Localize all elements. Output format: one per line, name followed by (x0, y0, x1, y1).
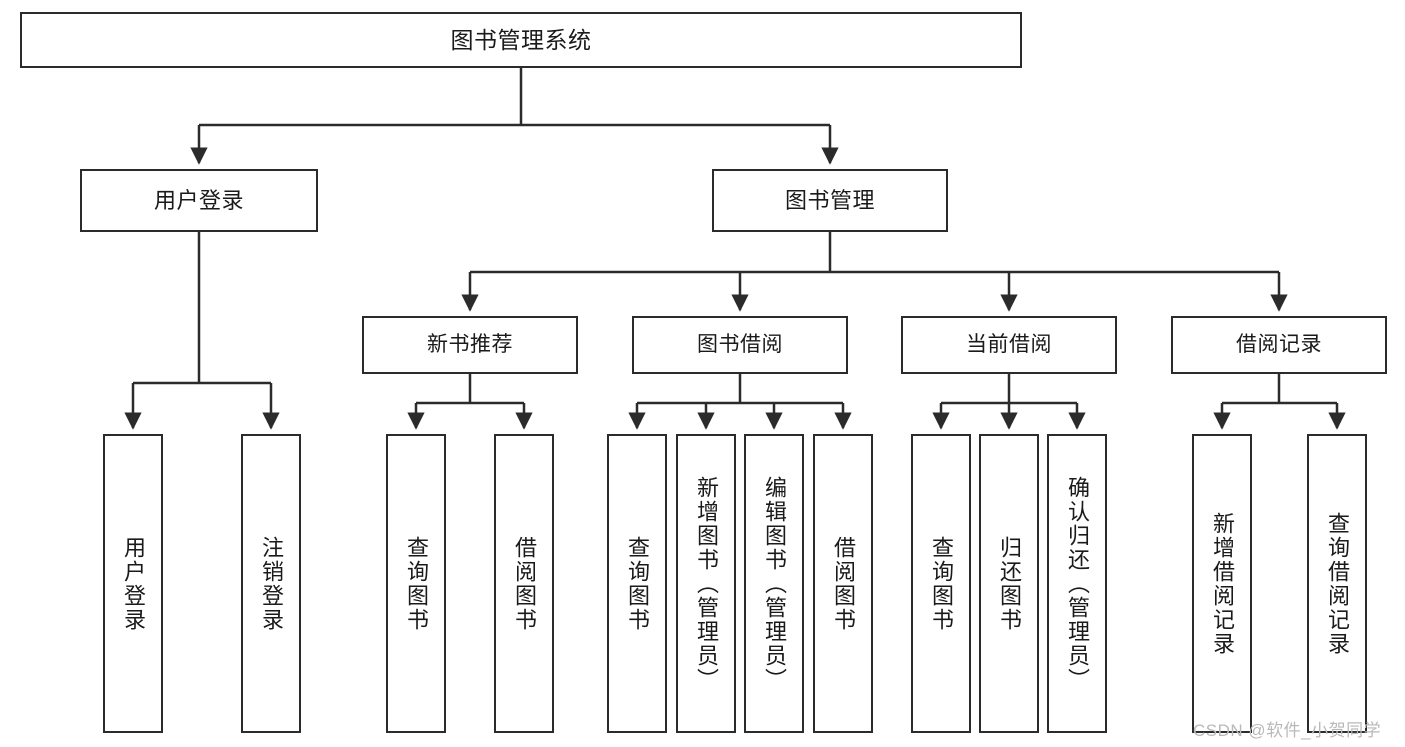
leaf-search-borrow-record[interactable]: 查询借阅记录 (1307, 434, 1367, 733)
node-root-system[interactable]: 图书管理系统 (20, 12, 1022, 68)
node-label: 归还图书 (996, 535, 1022, 632)
node-label: 查询图书 (928, 535, 954, 632)
node-label: 图书管理 (784, 187, 875, 213)
node-label: 查询图书 (403, 535, 429, 632)
node-label: 借阅记录 (1236, 332, 1322, 356)
leaf-borrow-book[interactable]: 借阅图书 (813, 434, 873, 733)
node-label: 新增图书（管理员） (693, 475, 719, 692)
csdn-watermark: CSDN @软件_小贺同学 (1193, 721, 1382, 740)
node-book-borrow[interactable]: 图书借阅 (632, 316, 848, 374)
node-label: 新书推荐 (427, 332, 513, 356)
leaf-search-book-borrow[interactable]: 查询图书 (607, 434, 667, 733)
node-label: 确认归还（管理员） (1064, 475, 1090, 692)
node-user-login[interactable]: 用户登录 (80, 169, 318, 232)
leaf-search-book-newbook[interactable]: 查询图书 (386, 434, 446, 733)
node-label: 图书借阅 (697, 332, 783, 356)
leaf-logout[interactable]: 注销登录 (241, 434, 301, 733)
node-label: 借阅图书 (830, 535, 856, 632)
node-label: 借阅图书 (511, 535, 537, 632)
leaf-add-book-admin[interactable]: 新增图书（管理员） (676, 434, 736, 733)
leaf-borrow-book-newbook[interactable]: 借阅图书 (494, 434, 554, 733)
node-new-book-recommend[interactable]: 新书推荐 (362, 316, 578, 374)
leaf-add-borrow-record[interactable]: 新增借阅记录 (1192, 434, 1252, 733)
node-label: 新增借阅记录 (1209, 511, 1235, 656)
leaf-search-book-current[interactable]: 查询图书 (911, 434, 971, 733)
node-current-borrow[interactable]: 当前借阅 (901, 316, 1117, 374)
leaf-edit-book-admin[interactable]: 编辑图书（管理员） (744, 434, 804, 733)
node-label: 注销登录 (258, 535, 284, 632)
node-label: 用户登录 (120, 535, 146, 632)
leaf-confirm-return-admin[interactable]: 确认归还（管理员） (1047, 434, 1107, 733)
node-book-management[interactable]: 图书管理 (712, 169, 948, 232)
node-borrow-record[interactable]: 借阅记录 (1171, 316, 1387, 374)
leaf-user-login[interactable]: 用户登录 (103, 434, 163, 733)
node-label: 用户登录 (153, 187, 244, 213)
leaf-return-book[interactable]: 归还图书 (979, 434, 1039, 733)
node-label: 编辑图书（管理员） (761, 475, 787, 692)
node-label: 查询借阅记录 (1324, 511, 1350, 656)
node-label: 查询图书 (624, 535, 650, 632)
node-label: 当前借阅 (966, 332, 1052, 356)
node-label: 图书管理系统 (450, 26, 592, 53)
